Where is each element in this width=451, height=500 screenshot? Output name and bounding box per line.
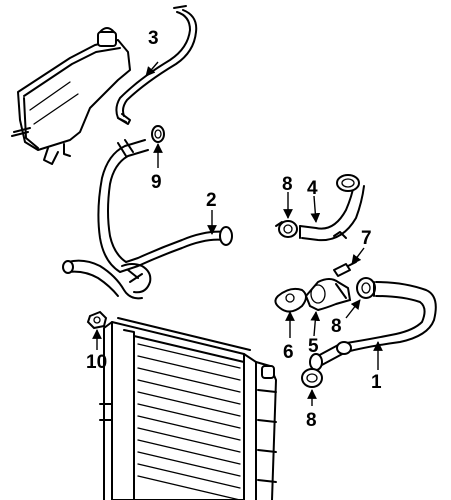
callout-labels: 3 9 2 8 4 7 6 5 8 1 8 10: [86, 28, 382, 431]
coolant-reservoir: [11, 27, 131, 165]
callout-1: 1: [371, 372, 382, 393]
bypass-hose: [62, 139, 233, 300]
callout-6: 6: [283, 342, 294, 363]
callout-8-bottom: 8: [306, 410, 317, 431]
callout-4: 4: [307, 178, 318, 199]
leader-lines: [92, 61, 383, 406]
callout-8-right: 8: [331, 316, 342, 337]
drain-plug: [86, 310, 108, 330]
overflow-hose: [115, 5, 198, 125]
thermostat-housing: [304, 278, 352, 312]
radiator: [99, 317, 277, 500]
leader-3: [145, 61, 159, 77]
gasket: [274, 287, 307, 313]
hose-clamp-9: [151, 125, 165, 143]
upper-hose: [299, 174, 365, 242]
callout-8-top: 8: [282, 174, 293, 195]
hose-clamp-8-right: [356, 277, 376, 299]
hose-clamp-8-top: [275, 220, 298, 238]
leader-5: [310, 311, 321, 337]
callout-9: 9: [151, 172, 162, 193]
radiator-core: [137, 343, 241, 500]
leader-4: [310, 195, 321, 223]
leader-8-right: [345, 299, 361, 319]
callout-3: 3: [148, 28, 159, 49]
leader-7: [351, 247, 365, 265]
callout-5: 5: [308, 336, 319, 357]
hose-clamp-8-bottom: [301, 368, 323, 388]
callout-7: 7: [361, 228, 372, 249]
callout-10: 10: [86, 352, 107, 373]
callout-2: 2: [206, 190, 217, 211]
